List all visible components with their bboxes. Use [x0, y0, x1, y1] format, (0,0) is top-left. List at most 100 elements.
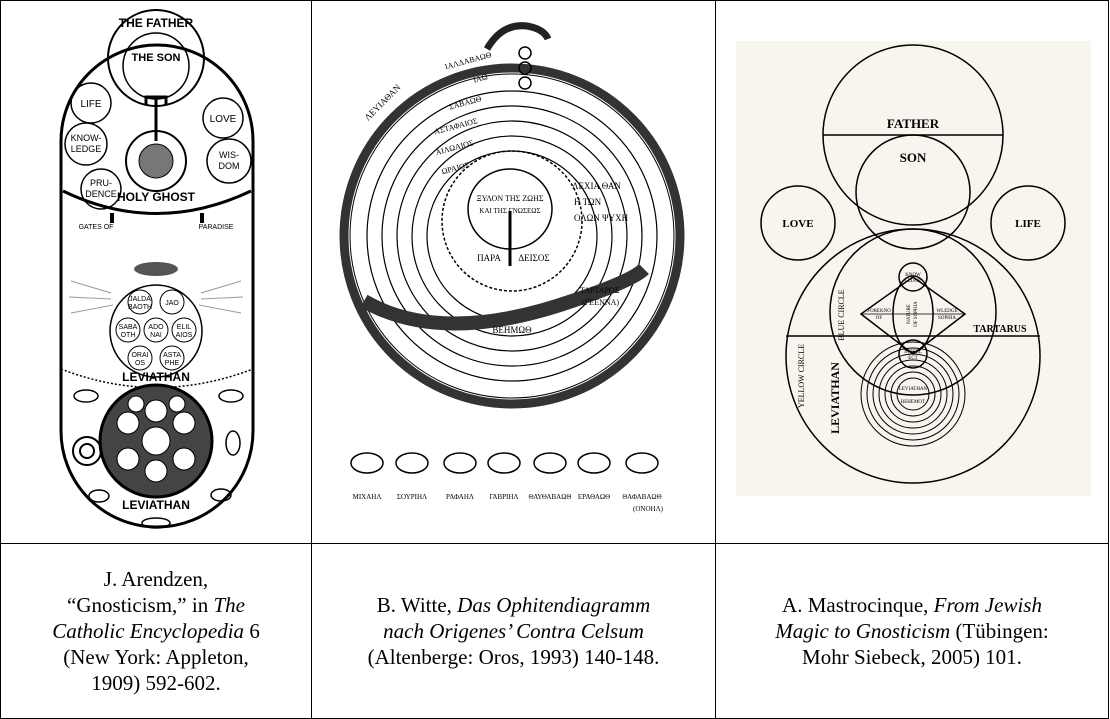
jaldabaoth-label-1: JALDA	[129, 296, 151, 303]
caption-1-line-5: 1909) 592-602.	[91, 671, 221, 695]
holy-ghost-label: HOLY GHOST	[117, 190, 196, 204]
name-thauthabaoth: ΘΑΥΘΑΒΑΩΘ	[529, 493, 572, 501]
adonai-label-1: ADO	[148, 324, 164, 331]
intellect-label-2: ECT	[908, 356, 917, 361]
caption-1-line-3a: Catholic Encyclopedia	[52, 619, 244, 643]
caption-1-line-3b: 6	[244, 619, 260, 643]
elilaios-label-2: AIOS	[176, 332, 193, 339]
caption-1-line-4: (New York: Appleton,	[63, 645, 249, 669]
right-label-3: ΟΛΩΝ ΨΥΧΗ	[574, 213, 629, 223]
prudence-label-1: PRU-	[90, 178, 112, 188]
right-label-2: Η ΤΩΝ	[574, 197, 602, 207]
mastrocinque-diagram: FATHER SON LOVE LIFE KNOW LEDGE FOREKNO …	[716, 1, 1108, 538]
son-label: SON	[900, 150, 927, 165]
tree-label-1: ΞΥΛΟΝ ΤΗΣ ΖΩΗΣ	[476, 194, 543, 203]
father-label: THE FATHER	[119, 16, 194, 30]
son-label: THE SON	[132, 52, 181, 64]
caption-3-line-2a: Magic to Gnosticism	[775, 619, 950, 643]
arendzen-diagram-cell: THE FATHER THE SON LIFE LOVE KNOW- LEDGE…	[1, 1, 312, 544]
love-label: LOVE	[210, 114, 237, 125]
caption-arendzen: J. Arendzen, “Gnosticism,” in The Cathol…	[1, 544, 312, 719]
serpent-head-icon	[487, 26, 548, 49]
sabaoth-label-1: SABA	[119, 324, 138, 331]
jaldabaoth-label-2: BAOTH	[128, 304, 152, 311]
right-label-1: ΛΕΧΙΑ ΘΑΝ	[572, 181, 621, 191]
caption-2-line-1b: Das Ophitendiagramm	[457, 593, 650, 617]
life-label: LIFE	[80, 99, 101, 110]
astaphe-label-2: PHE	[165, 360, 180, 367]
knowledge-label-1: KNOW-	[71, 133, 102, 143]
leviathan-side-label: LEVIATHAN	[828, 362, 842, 434]
name-souriel: ΣΟΥΡΙΗΛ	[397, 493, 427, 501]
yellow-circle-label: YELLOW CIRCLE	[797, 344, 806, 408]
paradise-label: PARADISE	[199, 224, 234, 231]
wledge-label-1: WLEDGE	[936, 309, 957, 314]
serpent-icon	[73, 437, 101, 465]
name-gabriel: ΓΑΒΡΙΗΛ	[489, 493, 518, 501]
leviathan-bottom-label: LEVIATHAN	[122, 498, 190, 512]
oraios-label-2: OS	[135, 360, 145, 367]
caption-2-line-1a: B. Witte,	[377, 593, 457, 617]
life-label: LIFE	[1015, 218, 1041, 230]
blue-circle-label: BLUE CIRCLE	[837, 289, 846, 340]
behemoth-label: ΒΕΗΜΩΘ	[492, 325, 532, 335]
behemot-label: BEHEMOT	[901, 400, 925, 405]
wledge-label-2: SOPHIA	[938, 316, 956, 321]
wisdom-label-1: WIS-	[219, 150, 239, 160]
name-raphael: ΡΑΦΑΗΛ	[446, 493, 474, 501]
elilaios-label-1: ELIL	[177, 324, 192, 331]
caption-2-line-3: (Altenberge: Oros, 1993) 140-148.	[368, 645, 660, 669]
foreknow-label-1: FOREKNO	[867, 309, 891, 314]
knowledge-label-2: LEDGE	[905, 279, 921, 284]
name-onoel: (ΟΝΟΗΛ)	[633, 505, 664, 513]
leviathan-top-label: LEVIATHAN	[122, 370, 190, 384]
intellect-label-1: INTELL	[904, 350, 922, 355]
caption-1-line-2a: “Gnosticism,” in	[67, 593, 213, 617]
tartaros-label: ΤΑΡΤΑΡΟΣ	[580, 286, 620, 295]
planet-oraios: ΩΡΑΙΟΣ	[441, 160, 471, 176]
wisdom-label-2: DOM	[219, 161, 240, 171]
caption-3-line-1b: From Jewish	[934, 593, 1042, 617]
father-label: FATHER	[887, 116, 940, 131]
caption-row: J. Arendzen, “Gnosticism,” in The Cathol…	[1, 544, 1109, 719]
gates-of-label: GATES OF	[79, 224, 114, 231]
arendzen-diagram: THE FATHER THE SON LIFE LOVE KNOW- LEDGE…	[1, 1, 311, 538]
archon-beast-icons	[351, 453, 658, 473]
tartarus-label: TARTARUS	[973, 324, 1027, 335]
serpent-body	[364, 269, 644, 324]
knowledge-label-2: LEDGE	[71, 144, 102, 154]
caption-3-line-3: Mohr Siebeck, 2005) 101.	[802, 645, 1022, 669]
astaphe-label-1: ASTA	[163, 352, 181, 359]
prudence-label-2: DENCE	[85, 189, 117, 199]
caption-2-line-2: nach Origenes’ Contra Celsum	[383, 619, 644, 643]
jao-label: JAO	[165, 300, 179, 307]
mastrocinque-diagram-cell: FATHER SON LOVE LIFE KNOW LEDGE FOREKNO …	[716, 1, 1109, 544]
witte-diagram: ΛΕΥΙΑΘΑΝ ΙΑΛΔΑΒΑΩΘ ΙΑΩ ΣΑΒΑΩΘ ΑΣΤΑΦΑΙΟΣ …	[312, 1, 715, 538]
paradise-label-2: ΔΕΙΣΟΣ	[518, 253, 549, 263]
adonai-label-2: NAI	[150, 332, 162, 339]
love-label: LOVE	[782, 218, 813, 230]
knowledge-label-1: KNOW	[905, 273, 921, 278]
paradise-label-1: ΠΑΡΑ	[477, 253, 501, 263]
caption-3-line-2b: (Tübingen:	[950, 619, 1049, 643]
caption-witte: B. Witte, Das Ophitendiagramm nach Orige…	[312, 544, 716, 719]
image-row: THE FATHER THE SON LIFE LOVE KNOW- LEDGE…	[1, 1, 1109, 544]
tree-label-2: ΚΑΙ ΤΗΣ ΓΝΩΣΕΩΣ	[479, 207, 540, 215]
name-thaphabaoth: ΘΑΦΑΒΑΩΘ	[622, 493, 661, 501]
oraios-label-1: ORAI	[131, 352, 148, 359]
witte-diagram-cell: ΛΕΥΙΑΘΑΝ ΙΑΛΔΑΒΑΩΘ ΙΑΩ ΣΑΒΑΩΘ ΑΣΤΑΦΑΙΟΣ …	[312, 1, 716, 544]
sabaoth-label-2: OTH	[121, 332, 136, 339]
leviathan-center-label: LEVIATHAN	[899, 387, 928, 392]
name-erathaoth: ΕΡΑΘΑΩΘ	[578, 493, 610, 501]
caption-mastrocinque: A. Mastrocinque, From Jewish Magic to Gn…	[716, 544, 1109, 719]
gehenna-label: (ΓΕΕΝΝΑ)	[582, 298, 619, 307]
caption-1-line-2b: The	[213, 593, 245, 617]
foreknow-label-2: OF	[876, 316, 883, 321]
name-michael: ΜΙΧΑΗΛ	[353, 493, 382, 501]
caption-3-line-1a: A. Mastrocinque,	[782, 593, 934, 617]
nature-label-1: NATURE	[907, 304, 912, 324]
planet-sabaoth: ΣΑΒΑΩΘ	[448, 94, 483, 111]
nature-label-2: OF SOPHIA	[914, 301, 919, 327]
caption-1-line-1: J. Arendzen,	[104, 567, 208, 591]
